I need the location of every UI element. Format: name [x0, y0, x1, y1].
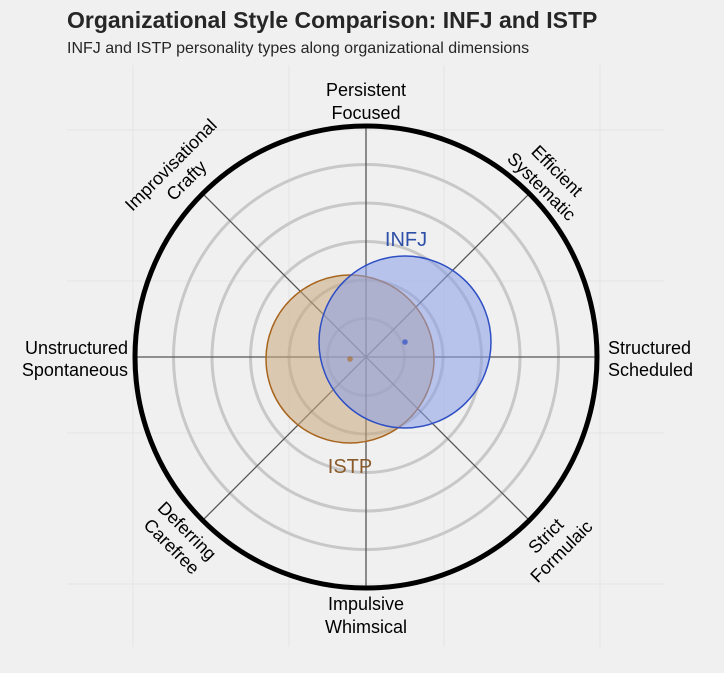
infj-center-dot — [402, 339, 408, 345]
svg-text:Scheduled: Scheduled — [608, 360, 693, 380]
axis-label-left: Unstructured Spontaneous — [22, 338, 128, 380]
istp-center-dot — [347, 356, 353, 362]
axis-label-top-left: Improvisational Crafty — [121, 115, 221, 215]
axis-label-bottom: Impulsive Whimsical — [325, 594, 407, 637]
istp-label: ISTP — [328, 456, 372, 478]
axis-label-top: Persistent Focused — [326, 80, 406, 123]
chart-subtitle: INFJ and ISTP personality types along or… — [67, 40, 530, 57]
infj-label: INFJ — [385, 229, 427, 251]
chart-title: Organizational Style Comparison: INFJ an… — [67, 7, 598, 33]
svg-text:Spontaneous: Spontaneous — [22, 360, 128, 380]
svg-text:Unstructured: Unstructured — [25, 338, 128, 358]
svg-text:Focused: Focused — [331, 103, 400, 123]
axis-label-right: Structured Scheduled — [608, 338, 693, 380]
axis-label-bottom-right: Strict Formulaic — [524, 514, 596, 586]
axis-label-bottom-left: Deferring Carefree — [140, 498, 221, 579]
svg-text:Whimsical: Whimsical — [325, 617, 407, 637]
svg-text:Persistent: Persistent — [326, 80, 406, 100]
axis-label-top-right: Efficient Systematic — [503, 141, 586, 224]
svg-text:Impulsive: Impulsive — [328, 594, 404, 614]
outer-ring — [132, 123, 600, 591]
svg-text:Structured: Structured — [608, 338, 691, 358]
